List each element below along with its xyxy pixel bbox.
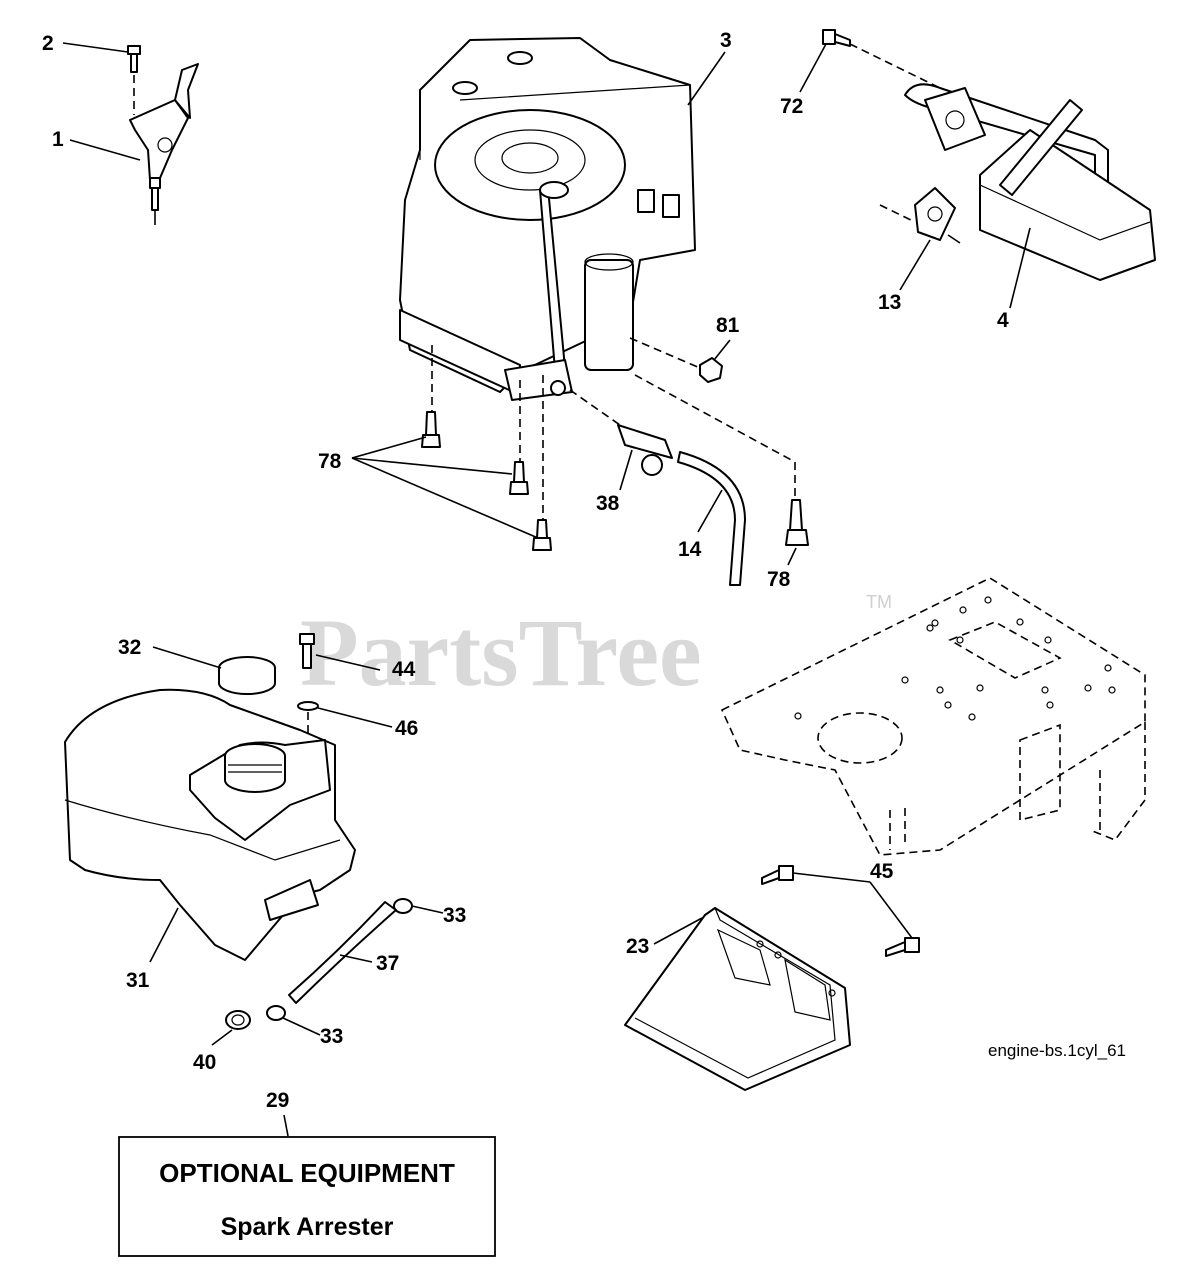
fuel-cap[interactable] bbox=[218, 656, 276, 695]
callout-81: 81 bbox=[716, 314, 740, 337]
callout-37: 37 bbox=[376, 952, 399, 975]
tank-bushing[interactable] bbox=[225, 1010, 251, 1030]
callout-72: 72 bbox=[780, 95, 803, 118]
watermark-tm: TM bbox=[866, 592, 892, 612]
watermark: PartsTree TM bbox=[300, 592, 892, 706]
callout-38: 38 bbox=[596, 492, 620, 515]
fuel-shutoff-valve[interactable] bbox=[569, 389, 673, 476]
diagram-code: engine-bs.1cyl_61 bbox=[988, 1041, 1126, 1060]
exhaust-bolt[interactable] bbox=[822, 29, 851, 47]
callout-13: 13 bbox=[878, 291, 901, 314]
callout-31: 31 bbox=[126, 969, 150, 992]
throttle-control-bracket[interactable] bbox=[127, 45, 199, 225]
callout-40: 40 bbox=[193, 1051, 216, 1074]
shield-bolts[interactable] bbox=[761, 865, 920, 957]
engine[interactable] bbox=[399, 37, 696, 401]
engine-mount-bolts[interactable] bbox=[421, 345, 552, 551]
leader-lines bbox=[62, 42, 1031, 1137]
callout-44: 44 bbox=[392, 658, 416, 681]
callout-29: 29 bbox=[266, 1089, 289, 1112]
callout-46: 46 bbox=[395, 717, 418, 740]
optional-equipment-box[interactable]: OPTIONAL EQUIPMENT Spark Arrester bbox=[118, 1136, 496, 1257]
optional-equipment-subtitle: Spark Arrester bbox=[221, 1213, 394, 1241]
mounting-frame bbox=[720, 577, 1146, 856]
fuel-tank[interactable] bbox=[64, 688, 356, 961]
exhaust-pipe[interactable] bbox=[904, 83, 1109, 211]
tank-screw[interactable] bbox=[299, 633, 315, 669]
callout-1: 1 bbox=[52, 128, 64, 151]
callout-4: 4 bbox=[997, 309, 1009, 332]
callout-78-left: 78 bbox=[318, 450, 342, 473]
fuel-line[interactable] bbox=[677, 451, 746, 586]
muffler[interactable] bbox=[979, 99, 1156, 281]
fuel-hose-clamps[interactable] bbox=[266, 898, 413, 1021]
callout-14: 14 bbox=[678, 538, 702, 561]
muffler-gasket[interactable] bbox=[879, 187, 961, 244]
callout-2: 2 bbox=[42, 32, 54, 55]
callout-33-lower: 33 bbox=[320, 1025, 343, 1048]
nut[interactable] bbox=[699, 357, 723, 383]
watermark-text: PartsTree bbox=[300, 599, 702, 706]
callout-78-right: 78 bbox=[767, 568, 791, 591]
optional-equipment-title: OPTIONAL EQUIPMENT bbox=[159, 1158, 455, 1188]
callout-32: 32 bbox=[118, 636, 141, 659]
callout-3: 3 bbox=[720, 29, 732, 52]
heat-shield[interactable] bbox=[624, 907, 851, 1091]
engine-bolt-right[interactable] bbox=[785, 499, 809, 546]
callouts: 2 1 3 72 13 4 81 78 38 14 78 32 44 46 45… bbox=[42, 29, 1009, 1112]
callout-23: 23 bbox=[626, 935, 649, 958]
callout-33-upper: 33 bbox=[443, 904, 466, 927]
callout-45: 45 bbox=[870, 860, 894, 883]
tank-fuel-line[interactable] bbox=[288, 901, 397, 1004]
